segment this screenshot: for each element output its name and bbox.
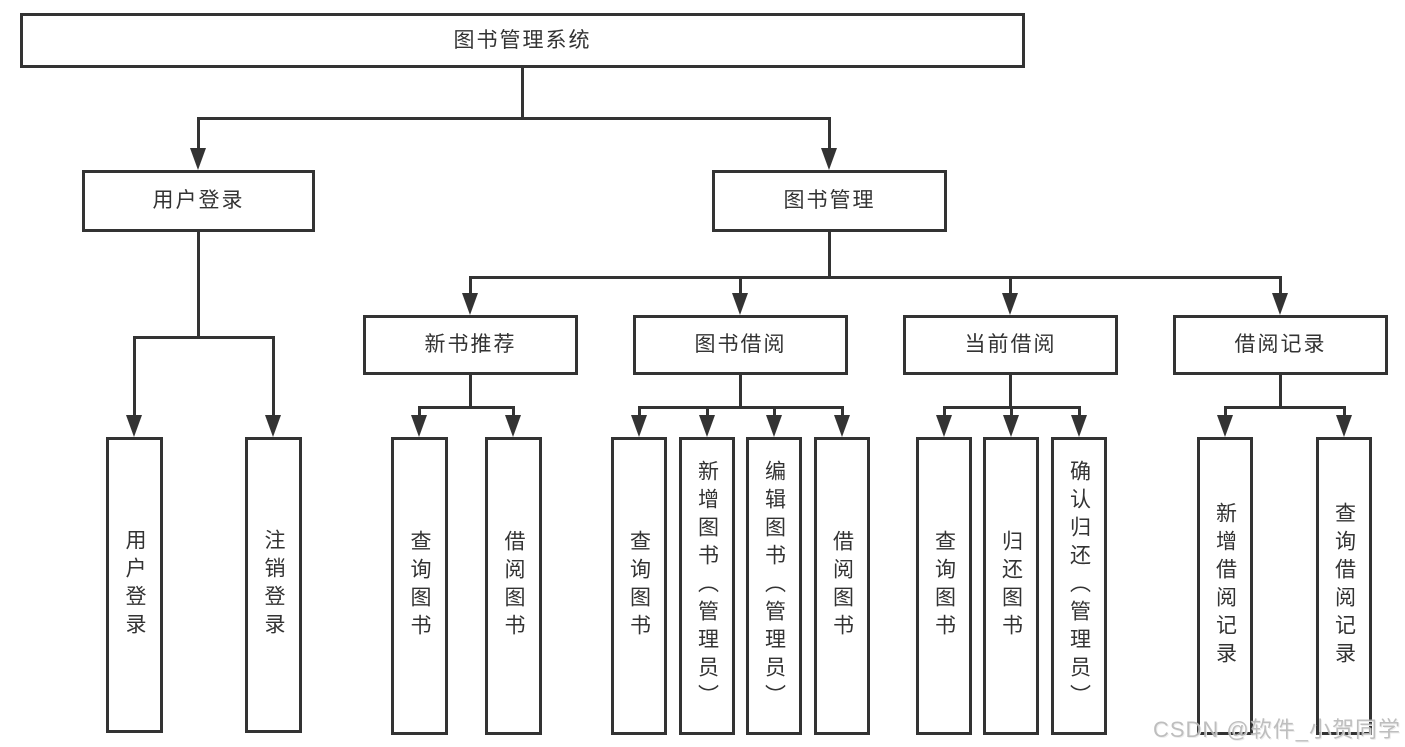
connector-drop bbox=[942, 407, 946, 417]
node-book-management: 图书管理 bbox=[712, 170, 947, 232]
arrow-head bbox=[411, 415, 427, 437]
arrow-head bbox=[631, 415, 647, 437]
arrow-head bbox=[732, 293, 748, 315]
arrow-head bbox=[821, 148, 837, 170]
arrow-head bbox=[1217, 415, 1233, 437]
node-leaf-logout: 注销登录 bbox=[245, 437, 302, 733]
connector-drop bbox=[1278, 277, 1282, 295]
connector-drop bbox=[840, 407, 844, 417]
arrow-head bbox=[1071, 415, 1087, 437]
node-label: 图书管理系统 bbox=[453, 28, 592, 52]
arrow-head bbox=[1002, 293, 1018, 315]
node-book-borrowing: 图书借阅 bbox=[633, 315, 848, 375]
node-leaf-br-add-record: 新增借阅记录 bbox=[1197, 437, 1253, 735]
arrow-head bbox=[766, 415, 782, 437]
connector-drop bbox=[196, 118, 200, 150]
node-label: 编辑图书（管理员） bbox=[762, 460, 786, 712]
node-root: 图书管理系统 bbox=[20, 13, 1025, 68]
node-leaf-bb-edit-books: 编辑图书（管理员） bbox=[746, 437, 802, 735]
connector-bar bbox=[468, 275, 1282, 279]
node-label: 归还图书 bbox=[999, 530, 1023, 642]
connector-drop bbox=[827, 118, 831, 150]
node-label: 新书推荐 bbox=[424, 333, 517, 357]
node-label: 图书借阅 bbox=[694, 333, 787, 357]
node-label: 图书管理 bbox=[783, 189, 876, 213]
arrow-head bbox=[462, 293, 478, 315]
arrow-head bbox=[834, 415, 850, 437]
connector-bar bbox=[132, 335, 275, 339]
node-label: 新增图书（管理员） bbox=[695, 460, 719, 712]
node-leaf-cb-return-books: 归还图书 bbox=[983, 437, 1039, 735]
csdn-watermark: CSDN @软件_小贺同学 bbox=[1152, 717, 1401, 742]
node-label: 注销登录 bbox=[262, 529, 285, 641]
node-leaf-br-query-record: 查询借阅记录 bbox=[1316, 437, 1372, 735]
arrow-head bbox=[265, 415, 281, 437]
node-current-borrowing: 当前借阅 bbox=[903, 315, 1118, 375]
node-label: 当前借阅 bbox=[964, 333, 1057, 357]
connector-bar bbox=[196, 116, 831, 120]
connector-stem bbox=[827, 232, 831, 279]
connector-stem bbox=[520, 68, 524, 120]
connector-bar bbox=[417, 405, 515, 409]
connector-drop bbox=[1009, 407, 1013, 417]
connector-drop bbox=[132, 337, 136, 417]
connector-stem bbox=[468, 375, 472, 409]
connector-drop bbox=[1008, 277, 1012, 295]
arrow-head bbox=[505, 415, 521, 437]
connector-drop bbox=[1342, 407, 1346, 417]
connector-drop bbox=[417, 407, 421, 417]
node-label: 用户登录 bbox=[123, 529, 146, 641]
connector-drop bbox=[738, 277, 742, 295]
connector-stem bbox=[196, 232, 200, 339]
node-new-book-recommend: 新书推荐 bbox=[363, 315, 578, 375]
node-leaf-rec-borrow-books: 借阅图书 bbox=[485, 437, 542, 735]
node-leaf-rec-query-books: 查询图书 bbox=[391, 437, 448, 735]
arrow-head bbox=[190, 148, 206, 170]
connector-bar bbox=[1223, 405, 1346, 409]
connector-drop bbox=[1223, 407, 1227, 417]
node-label: 查询图书 bbox=[408, 530, 431, 642]
connector-drop bbox=[511, 407, 515, 417]
node-label: 用户登录 bbox=[152, 189, 245, 213]
node-leaf-bb-add-books: 新增图书（管理员） bbox=[679, 437, 735, 735]
arrow-head bbox=[1272, 293, 1288, 315]
connector-stem bbox=[1278, 375, 1282, 409]
node-label: 查询图书 bbox=[932, 530, 956, 642]
connector-bar bbox=[637, 405, 844, 409]
connector-drop bbox=[468, 277, 472, 295]
connector-stem bbox=[738, 375, 742, 409]
arrow-head bbox=[126, 415, 142, 437]
connector-drop bbox=[637, 407, 641, 417]
connector-drop bbox=[271, 337, 275, 417]
node-leaf-bb-borrow-books: 借阅图书 bbox=[814, 437, 870, 735]
arrow-head bbox=[936, 415, 952, 437]
connector-drop bbox=[1077, 407, 1081, 417]
node-label: 确认归还（管理员） bbox=[1067, 460, 1091, 712]
node-borrowing-records: 借阅记录 bbox=[1173, 315, 1388, 375]
node-leaf-user-login: 用户登录 bbox=[106, 437, 163, 733]
node-user-login: 用户登录 bbox=[82, 170, 315, 232]
connector-drop bbox=[772, 407, 776, 417]
node-leaf-bb-query-books: 查询图书 bbox=[611, 437, 667, 735]
node-label: 查询图书 bbox=[627, 530, 651, 642]
node-label: 新增借阅记录 bbox=[1213, 502, 1237, 670]
connector-drop bbox=[705, 407, 709, 417]
node-leaf-cb-query-books: 查询图书 bbox=[916, 437, 972, 735]
node-leaf-cb-confirm-return: 确认归还（管理员） bbox=[1051, 437, 1107, 735]
arrow-head bbox=[699, 415, 715, 437]
node-label: 借阅图书 bbox=[502, 530, 525, 642]
node-label: 借阅图书 bbox=[830, 530, 854, 642]
node-label: 借阅记录 bbox=[1234, 333, 1327, 357]
arrow-head bbox=[1003, 415, 1019, 437]
node-label: 查询借阅记录 bbox=[1332, 502, 1356, 670]
arrow-head bbox=[1336, 415, 1352, 437]
connector-stem bbox=[1008, 375, 1012, 409]
